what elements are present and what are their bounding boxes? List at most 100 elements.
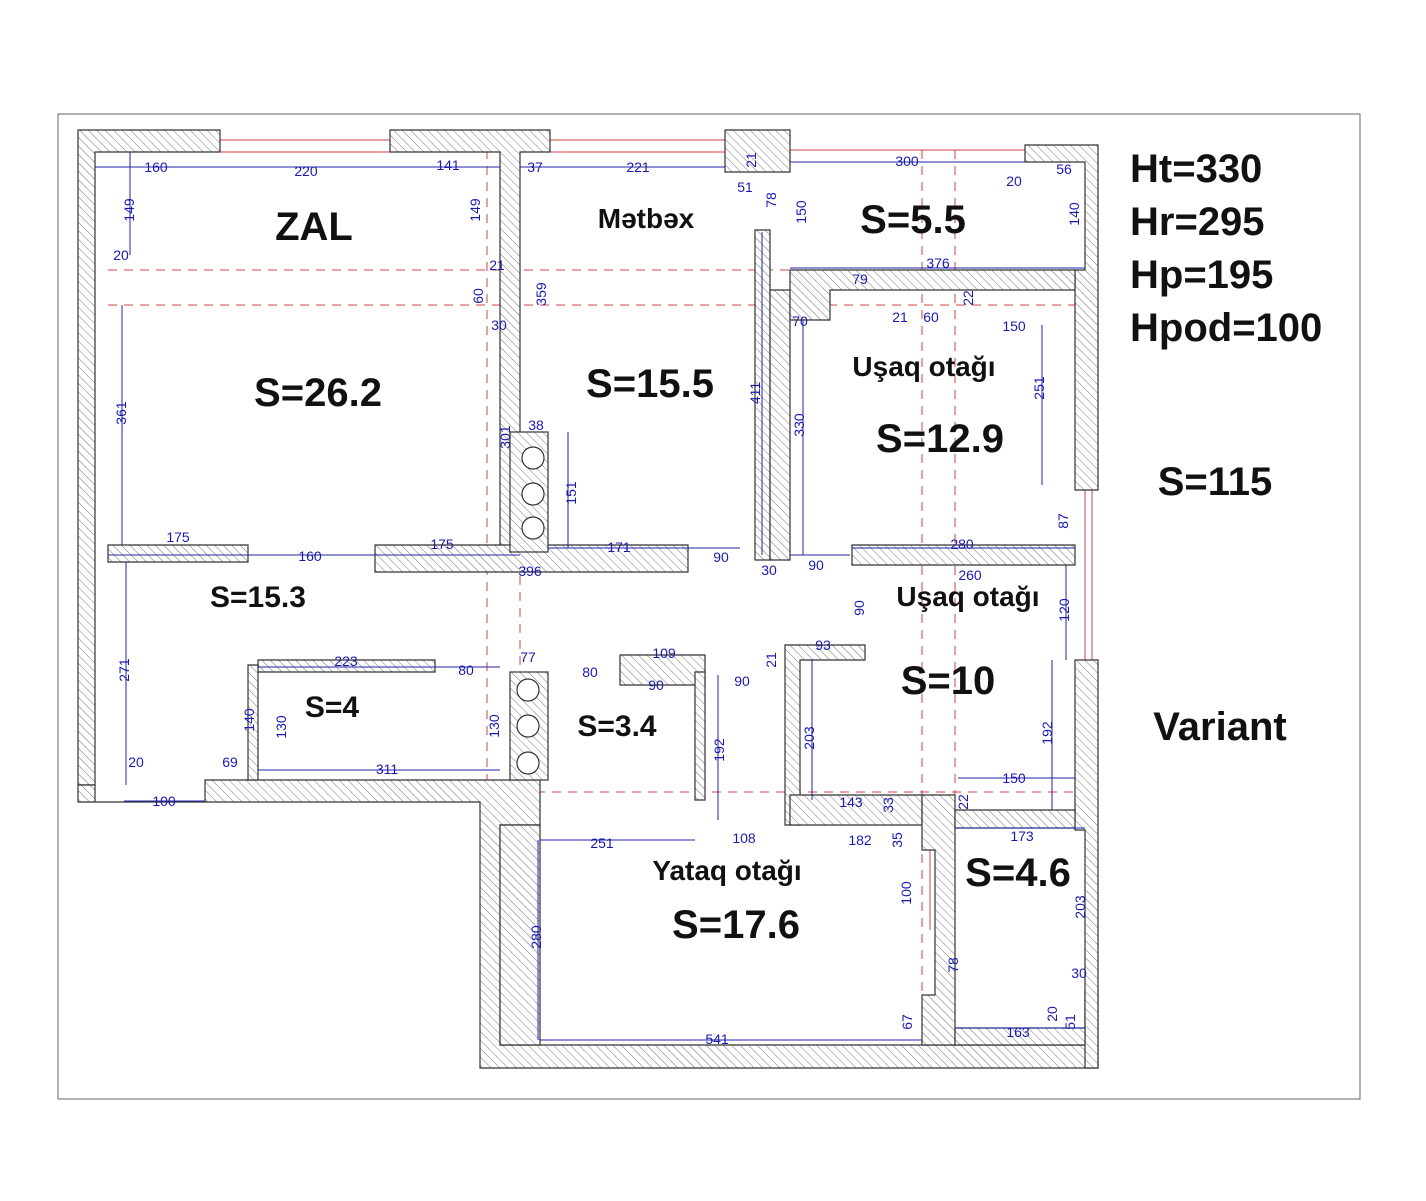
spec-hpod: Hpod=100 [1130,306,1322,350]
dimension-label: 223 [334,653,358,669]
dimension-label: 130 [273,715,289,739]
dimension-label: 30 [761,562,777,578]
vent-shafts [516,446,545,775]
dimension-label: 221 [626,159,650,175]
dimension-label: 140 [241,708,257,732]
dimension-label: 90 [808,557,824,573]
dimension-lines [95,152,1085,1041]
dimension-label: 22 [960,290,976,306]
dimension-label: 56 [1056,161,1072,177]
dimension-label: 203 [801,726,817,750]
room-name-usaq1: Uşaq otağı [852,351,995,382]
spec-hr: Hr=295 [1130,200,1265,244]
dimension-label: 35 [889,832,905,848]
spec-hp: Hp=195 [1130,253,1273,297]
dimension-label: 192 [711,738,727,762]
dimension-label: 78 [763,192,779,208]
dimension-label: 67 [899,1014,915,1030]
dimension-label: 33 [880,797,896,813]
dimension-label: 38 [528,417,544,433]
dimension-label: 163 [1006,1024,1030,1040]
dimension-label: 21 [743,152,759,168]
dimension-label: 51 [1062,1014,1078,1030]
room-area-balcony: S=5.5 [860,198,966,242]
room-area-yataq: S=17.6 [672,903,800,947]
dimension-label: 300 [895,153,919,169]
dimension-label: 150 [1002,318,1026,334]
room-area-wc: S=3.4 [577,710,657,743]
dimension-label: 90 [713,549,729,565]
dimension-label: 120 [1056,598,1072,622]
dimension-label: 301 [497,425,513,449]
dimension-label: 69 [222,754,238,770]
room-area-metbex: S=15.5 [586,362,714,406]
dimension-label: 251 [1031,376,1047,400]
dimension-label: 260 [958,567,982,583]
dimension-label: 80 [582,664,598,680]
dimension-label: 175 [166,529,190,545]
room-area-usaq2: S=10 [901,659,996,703]
dimension-label: 109 [652,645,676,661]
dimension-label: 143 [839,794,863,810]
dimension-label: 361 [113,401,129,425]
dimension-label: 150 [1002,770,1026,786]
dimension-label: 149 [121,198,137,222]
walls [77,129,1099,1069]
dimension-label: 140 [1066,202,1082,226]
dimension-label: 220 [294,163,318,179]
dimension-label: 280 [950,536,974,552]
dimension-label: 87 [1055,513,1071,529]
dimension-label: 20 [113,247,129,263]
dimension-label: 80 [458,662,474,678]
room-name-zal: ZAL [275,205,353,249]
dimension-label: 100 [898,881,914,905]
dimension-label: 21 [892,309,908,325]
room-area-usaq1: S=12.9 [876,417,1004,461]
spec-total-area: S=115 [1158,460,1273,504]
dimension-label: 396 [518,563,542,579]
room-name-usaq2: Uşaq otağı [896,581,1039,612]
dimension-label: 93 [815,637,831,653]
dimension-label: 160 [298,548,322,564]
dimension-label: 60 [470,288,486,304]
dimension-label: 22 [955,794,971,810]
dimension-label: 77 [520,649,536,665]
spec-ht: Ht=330 [1130,147,1262,191]
dimension-label: 79 [852,271,868,287]
dimension-label: 20 [1006,173,1022,189]
dimension-label: 311 [376,761,399,777]
dimension-label: 150 [793,200,809,224]
dimension-label: 70 [792,313,808,329]
dimension-label: 90 [734,673,750,689]
dimension-label: 192 [1039,721,1055,745]
room-area-hall: S=15.3 [210,581,306,614]
dimension-label: 37 [527,159,543,175]
dimension-label: 411 [747,382,763,405]
dimension-label: 171 [607,539,631,555]
dimension-label: 280 [528,925,544,949]
dimension-label: 141 [436,157,460,173]
room-area-bath: S=4 [305,691,360,724]
dimension-label: 175 [430,536,454,552]
room-name-metbex: Mətbəx [598,203,695,234]
dimension-label: 173 [1010,828,1034,844]
dimension-label: 51 [737,179,753,195]
dimension-label: 108 [732,830,756,846]
room-name-yataq: Yataq otağı [652,855,801,886]
dimension-label: 20 [1044,1006,1060,1022]
dimension-label: 30 [1071,965,1087,981]
dimension-label: 541 [705,1031,729,1047]
dimension-label: 271 [116,658,132,682]
dimension-label: 20 [128,754,144,770]
dimension-label: 376 [926,255,950,271]
dimension-label: 359 [533,282,549,306]
dimension-label: 78 [945,957,961,973]
dimension-label: 182 [848,832,872,848]
drawing-frame [57,113,1361,1100]
dimension-label: 90 [851,600,867,616]
dimension-label: 203 [1072,895,1088,919]
dimension-label: 90 [648,677,664,693]
dimension-label: 251 [590,835,614,851]
